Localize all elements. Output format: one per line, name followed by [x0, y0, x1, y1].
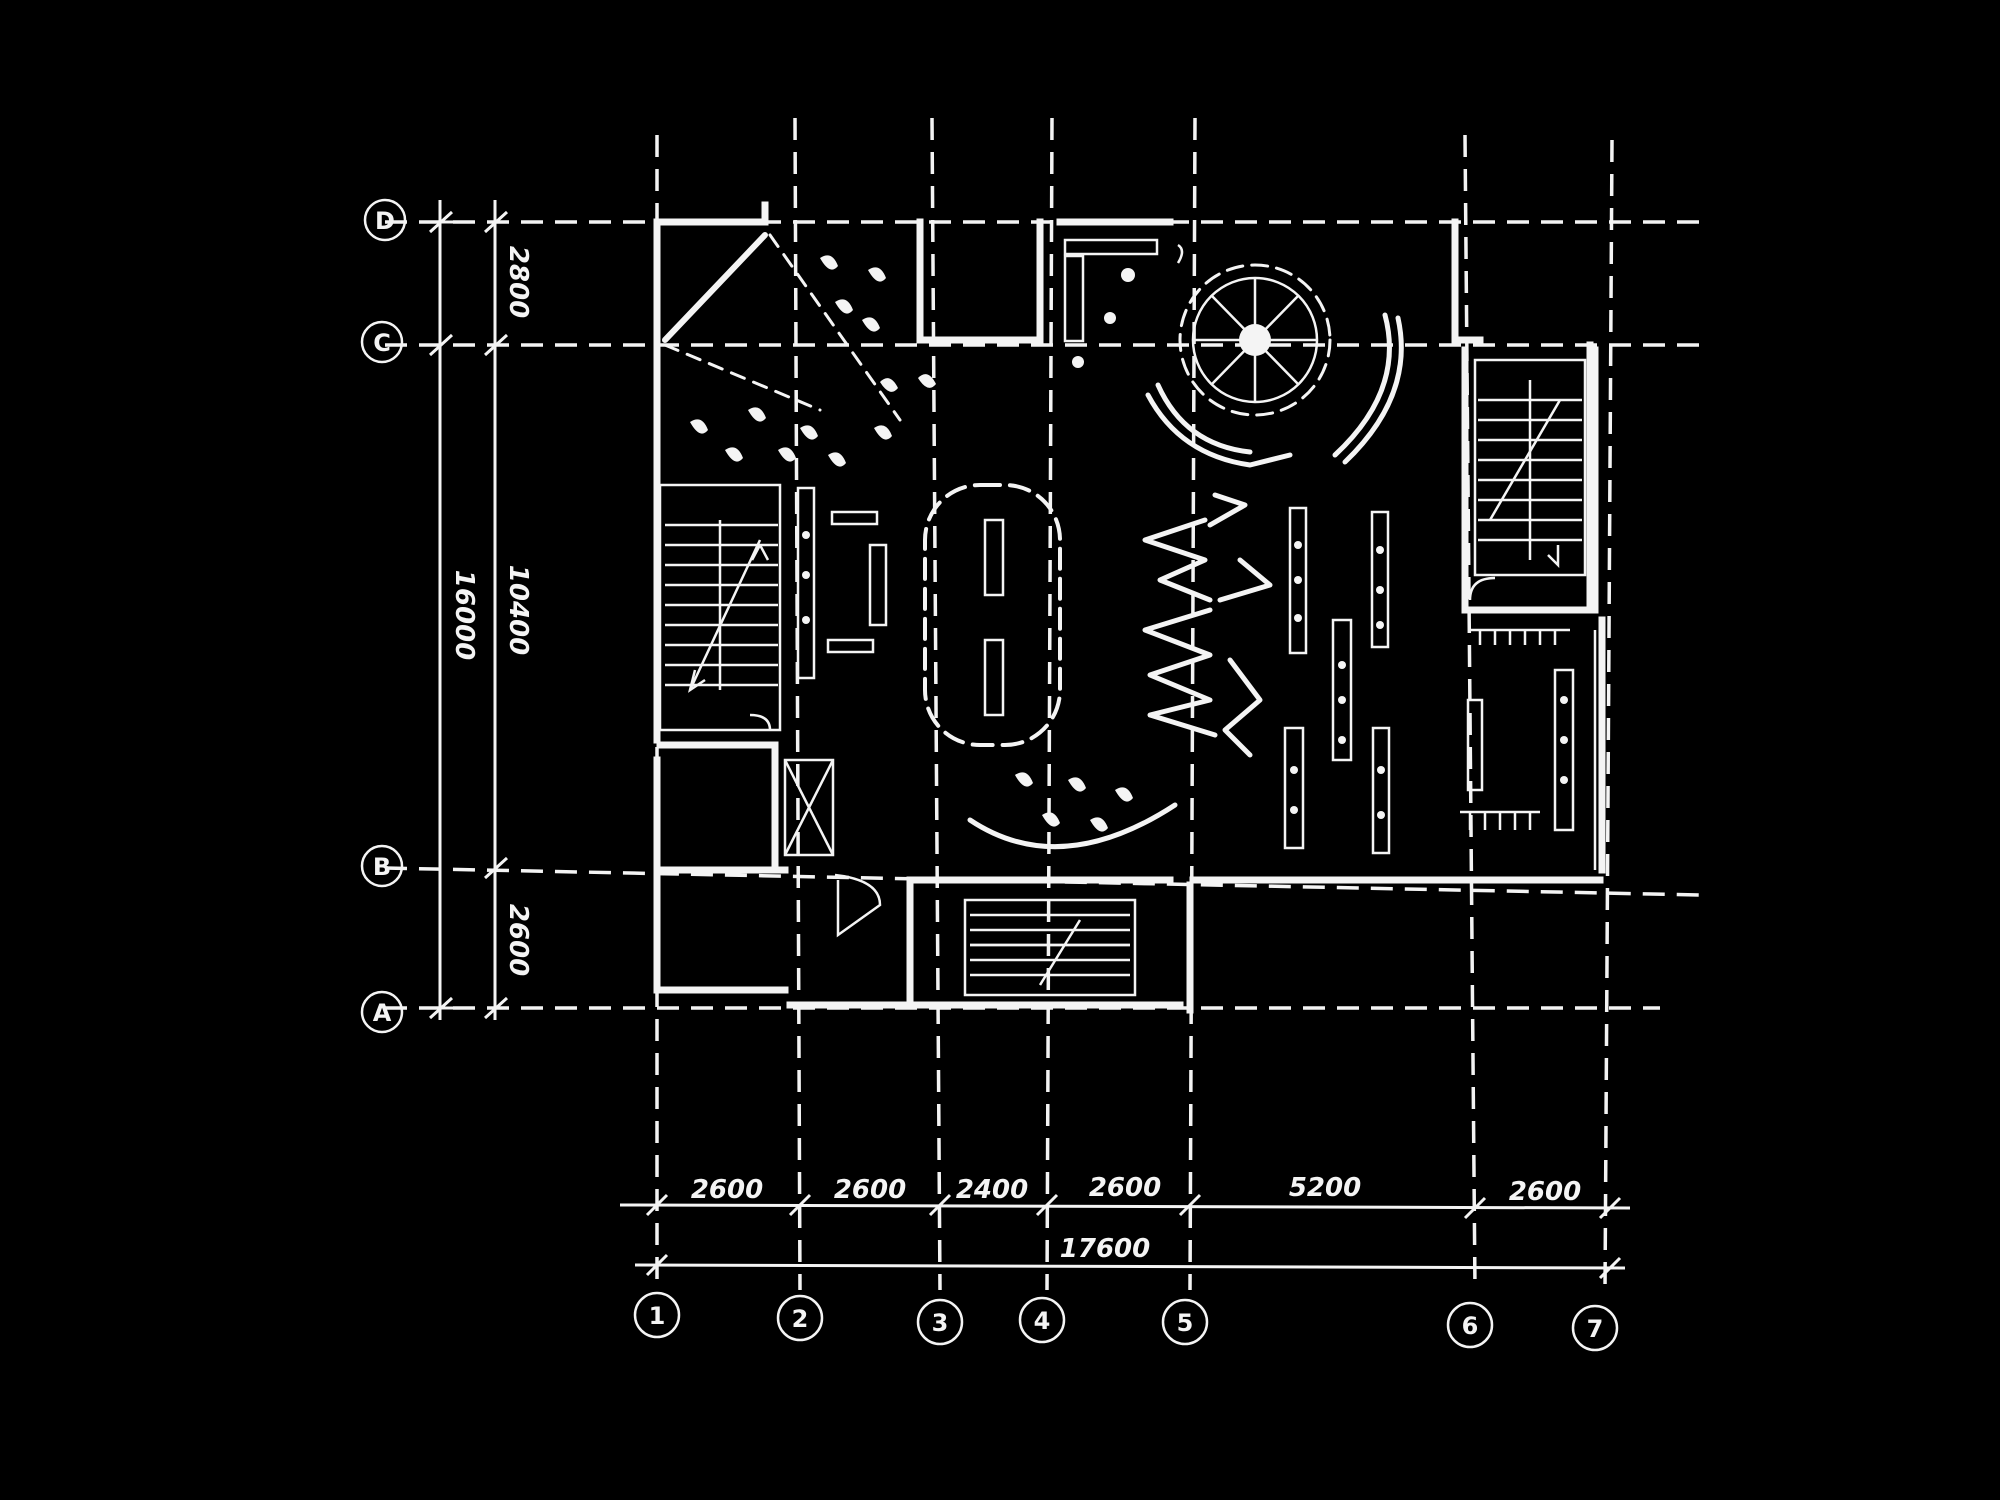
- svg-text:5: 5: [1177, 1309, 1194, 1337]
- vertical-dimensions: [425, 200, 509, 1020]
- horizontal-dimensions: [619, 1193, 1631, 1280]
- dim-ab-label: 2600: [503, 904, 533, 976]
- central-oval-exhibit: [923, 483, 1062, 747]
- dim-seg-5-label: 5200: [1289, 1173, 1361, 1203]
- axis-bubbles-letters: D C B A: [360, 198, 407, 1034]
- axis-bubbles-numbers: 1 2 3 4 5 6 7: [633, 1291, 1619, 1352]
- upper-display: [1063, 238, 1184, 368]
- svg-text:C: C: [373, 329, 391, 357]
- elevator-shaft: [783, 758, 882, 938]
- axis-bubble-d: D: [363, 198, 407, 242]
- notch-wall: [916, 218, 1044, 344]
- svg-text:4: 4: [1034, 1307, 1051, 1335]
- dim-total-horizontal-label: 17600: [1060, 1234, 1150, 1264]
- left-display-cases: [796, 486, 888, 680]
- axis-bubble-a: A: [360, 990, 404, 1034]
- svg-text:7: 7: [1587, 1315, 1604, 1343]
- axis-line-6: [1463, 134, 1477, 1291]
- dim-seg-2-label: 2600: [834, 1175, 906, 1205]
- foyer-furniture: [662, 232, 936, 467]
- dim-seg-1-label: 2600: [691, 1175, 763, 1205]
- right-display-cases: [1283, 506, 1597, 870]
- dim-seg-3-label: 2400: [956, 1175, 1028, 1205]
- axis-line-4: [1045, 117, 1054, 1291]
- svg-text:A: A: [373, 999, 392, 1027]
- axis-bubble-2: 2: [776, 1294, 824, 1342]
- dim-cd-label: 2800: [503, 246, 533, 318]
- svg-text:D: D: [375, 207, 395, 235]
- svg-text:6: 6: [1462, 1312, 1479, 1340]
- axis-bubble-3: 3: [916, 1298, 964, 1346]
- axis-bubble-5: 5: [1161, 1298, 1209, 1346]
- axis-line-7: [1603, 139, 1614, 1291]
- left-stair: [658, 483, 782, 732]
- dim-seg-4-label: 2600: [1089, 1173, 1161, 1203]
- axis-bubble-c: C: [360, 320, 404, 364]
- dim-seg-6-label: 2600: [1509, 1177, 1581, 1207]
- svg-text:2: 2: [792, 1305, 809, 1333]
- svg-text:3: 3: [932, 1309, 949, 1337]
- axis-bubble-6: 6: [1446, 1301, 1494, 1349]
- svg-text:B: B: [373, 853, 391, 881]
- curved-bench: [967, 772, 1178, 850]
- dim-total-vertical-label: 16000: [449, 570, 479, 660]
- bottom-stair: [963, 898, 1137, 997]
- lounge-chairs: [690, 255, 936, 467]
- svg-text:1: 1: [649, 1302, 666, 1330]
- axis-bubble-1: 1: [633, 1291, 681, 1339]
- zigzag-partitions: [1142, 492, 1273, 758]
- right-stair: [1468, 358, 1587, 601]
- axis-bubble-4: 4: [1018, 1296, 1066, 1344]
- axis-bubble-b: B: [360, 844, 404, 888]
- walls: [653, 201, 1606, 1014]
- dim-bc-label: 10400: [503, 565, 533, 655]
- axis-line-2: [793, 117, 802, 1291]
- axis-bubble-7: 7: [1571, 1304, 1619, 1352]
- axis-line-3: [930, 117, 942, 1291]
- spiral-stair: [1145, 263, 1404, 468]
